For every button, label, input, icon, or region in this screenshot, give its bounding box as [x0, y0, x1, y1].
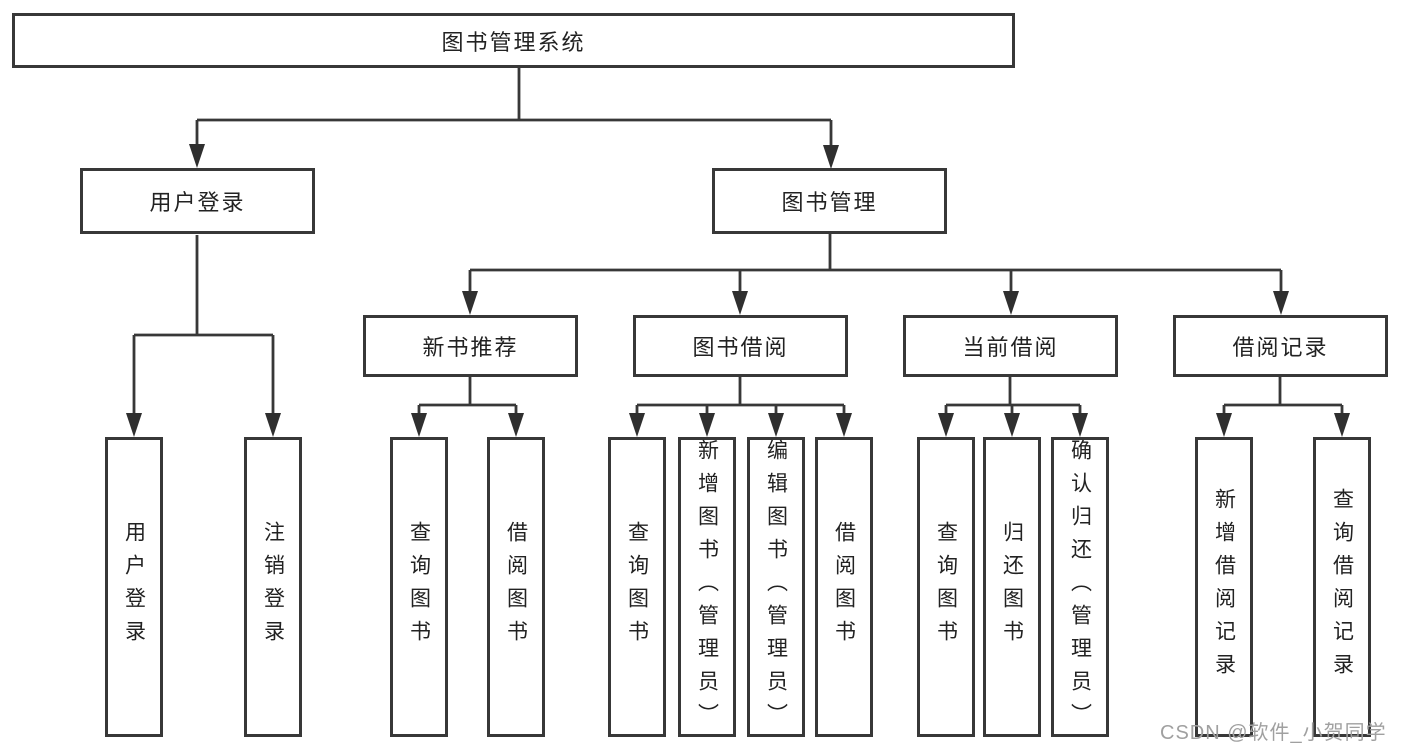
- node-user-login-label: 用户登录: [149, 190, 246, 215]
- arrowhead: [189, 144, 205, 168]
- edge-root-rail: [197, 68, 831, 122]
- edge-sec2-children: [944, 377, 1082, 416]
- leaf-label: 归还图书: [1000, 521, 1024, 653]
- edge-sec1-children: [635, 377, 846, 416]
- node-borrow-records: 借阅记录: [1173, 315, 1388, 377]
- arrowhead: [265, 413, 281, 437]
- arrowhead: [1273, 291, 1289, 315]
- arrowhead: [732, 291, 748, 315]
- leaf-query-books: 查询图书: [390, 437, 448, 737]
- arrowhead: [1334, 413, 1350, 437]
- arrowhead: [938, 413, 954, 437]
- edge-book-children: [468, 234, 1283, 294]
- leaf-query-books: 查询图书: [608, 437, 666, 737]
- arrowhead: [823, 145, 839, 169]
- node-borrow-records-label: 借阅记录: [1232, 335, 1329, 360]
- edge-user-children: [132, 235, 275, 416]
- leaf-add-books-admin: 新增图书（管理员）: [678, 437, 736, 737]
- leaf-label: 借阅图书: [504, 521, 528, 653]
- leaf-logout: 注销登录: [244, 437, 302, 737]
- edge-sec3-children: [1222, 377, 1344, 416]
- leaf-label: 查询图书: [407, 521, 431, 653]
- leaf-label: 查询借阅记录: [1330, 488, 1354, 686]
- arrowhead: [1004, 413, 1020, 437]
- leaf-label: 新增借阅记录: [1212, 488, 1236, 686]
- leaf-query-books: 查询图书: [917, 437, 975, 737]
- leaf-label: 查询图书: [625, 521, 649, 653]
- arrowhead: [699, 413, 715, 437]
- leaf-borrow-books: 借阅图书: [815, 437, 873, 737]
- arrowhead: [411, 413, 427, 437]
- node-root: 图书管理系统: [12, 13, 1015, 68]
- leaf-query-borrow-record: 查询借阅记录: [1313, 437, 1371, 737]
- node-book-borrow: 图书借阅: [633, 315, 848, 377]
- leaf-label: 确认归还（管理员）: [1068, 438, 1092, 736]
- leaf-label: 查询图书: [934, 521, 958, 653]
- edge-level2-arrows: [195, 120, 833, 147]
- leaf-return-books: 归还图书: [983, 437, 1041, 737]
- node-new-book-recommend-label: 新书推荐: [422, 335, 519, 360]
- node-current-borrow-label: 当前借阅: [962, 335, 1059, 360]
- leaf-confirm-return-admin: 确认归还（管理员）: [1051, 437, 1109, 737]
- arrowhead: [1216, 413, 1232, 437]
- leaf-edit-books-admin: 编辑图书（管理员）: [747, 437, 805, 737]
- leaf-label: 新增图书（管理员）: [695, 438, 719, 736]
- arrowhead: [629, 413, 645, 437]
- leaf-borrow-books: 借阅图书: [487, 437, 545, 737]
- leaf-label: 注销登录: [261, 521, 285, 653]
- arrowhead: [1072, 413, 1088, 437]
- arrowhead: [508, 413, 524, 437]
- leaf-add-borrow-record: 新增借阅记录: [1195, 437, 1253, 737]
- arrowhead: [768, 413, 784, 437]
- leaf-label: 借阅图书: [832, 521, 856, 653]
- node-book-management-label: 图书管理: [781, 190, 878, 215]
- node-new-book-recommend: 新书推荐: [363, 315, 578, 377]
- arrowhead: [1003, 291, 1019, 315]
- node-book-management: 图书管理: [712, 168, 947, 234]
- leaf-user-login: 用户登录: [105, 437, 163, 737]
- node-book-borrow-label: 图书借阅: [692, 335, 789, 360]
- leaf-label: 用户登录: [122, 521, 146, 653]
- leaf-label: 编辑图书（管理员）: [764, 438, 788, 736]
- node-current-borrow: 当前借阅: [903, 315, 1118, 377]
- arrowhead: [126, 413, 142, 437]
- edge-sec0-children: [417, 377, 518, 416]
- arrowhead: [462, 291, 478, 315]
- node-root-label: 图书管理系统: [441, 29, 586, 55]
- node-user-login: 用户登录: [80, 168, 315, 234]
- csdn-watermark: CSDN @软件_小贺同学: [1160, 722, 1387, 744]
- arrowhead: [836, 413, 852, 437]
